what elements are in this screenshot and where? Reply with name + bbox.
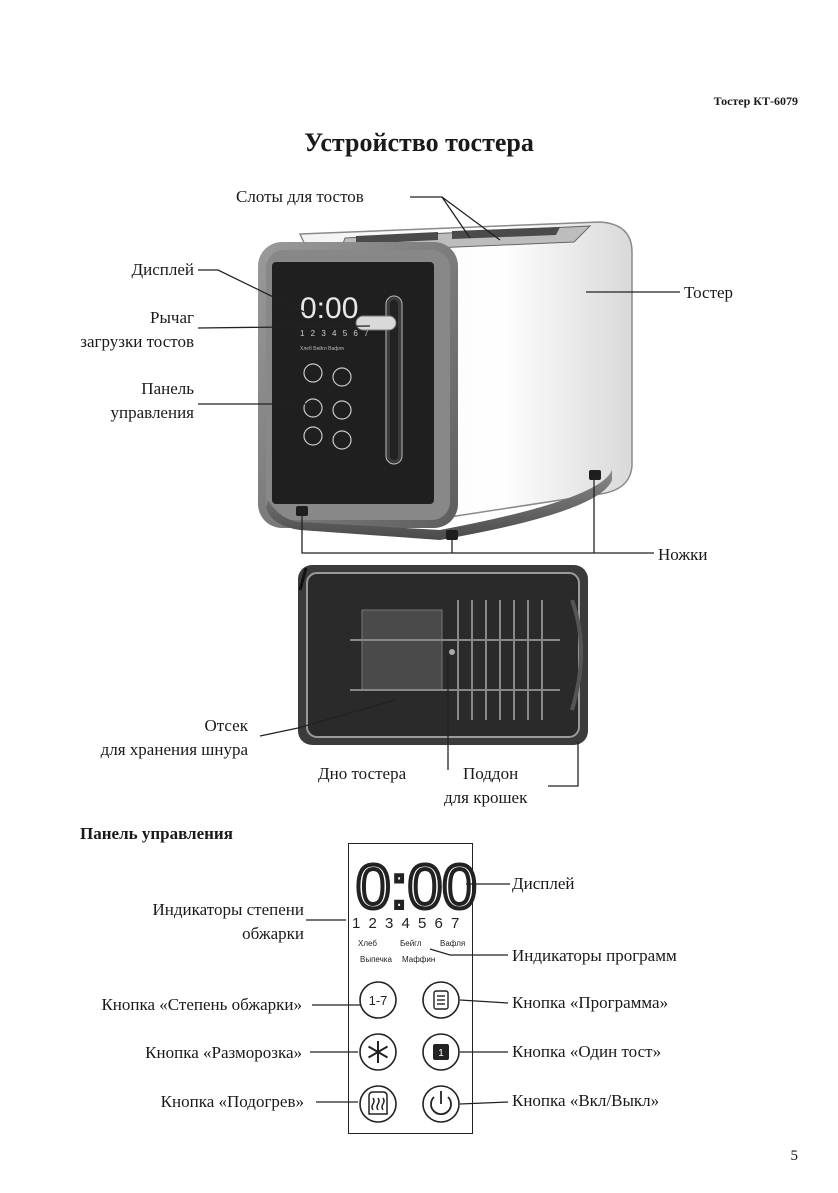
section-title-control-panel: Панель управления [80,824,233,843]
level-indicator-2: 2 [369,915,377,932]
level-indicator-5: 5 [418,915,426,932]
panel-display: 0:00 [356,853,477,922]
single-toast-label: 1 [438,1048,444,1059]
program-bagel: Бейгл [400,939,422,948]
level-indicator-6: 6 [435,915,443,932]
label-lever-line2: загрузки тостов [80,332,194,351]
page-number: 5 [790,1148,799,1164]
label-display: Дисплей [131,260,194,279]
program-bread: Хлеб [358,939,377,948]
single-toast-icon [433,1044,449,1060]
program-muffin: Маффин [402,955,435,964]
program-pastry: Выпечка [360,955,392,964]
label-feet: Ножки [658,545,708,564]
level-indicator-1: 1 [352,915,360,932]
label-panel-line2: управления [110,403,195,422]
cp-label-defrost-btn: Кнопка «Разморозка» [145,1043,302,1062]
label-toaster: Тостер [684,283,734,302]
cp-label-browning-ind-1: Индикаторы степени [152,900,304,919]
cp-label-browning-ind-2: обжарки [242,924,304,943]
svg-text:1 2 3 4 5 6 7: 1 2 3 4 5 6 7 [300,329,370,338]
toaster-display-digits: 0:00 [300,292,358,325]
cp-label-reheat-btn: Кнопка «Подогрев» [160,1092,304,1111]
program-icon [433,990,449,1010]
cp-label-programs-ind: Индикаторы программ [512,946,677,965]
label-lever-line1: Рычаг [150,308,194,327]
level-indicator-3: 3 [385,915,393,932]
page-title: Устройство тостера [304,128,534,157]
cp-label-browning-btn: Кнопка «Степень обжарки» [101,995,302,1014]
program-waffle: Вафля [440,939,465,948]
label-bottom: Дно тостера [318,764,407,783]
toaster-illustration: 0:00 1 2 3 4 5 6 7 Хлеб Бейгл Вафля [197,196,680,787]
svg-text:Хлеб Бейгл Вафля: Хлеб Бейгл Вафля [300,345,344,352]
cp-label-single-btn: Кнопка «Один тост» [512,1042,662,1061]
browning-button-label: 1-7 [369,993,388,1008]
label-slots: Слоты для тостов [236,187,364,206]
label-tray-line2: для крошек [444,788,528,807]
cp-label-display: Дисплей [512,874,575,893]
label-panel-line1: Панель [141,379,194,398]
power-icon [430,1091,452,1116]
cp-label-program-btn: Кнопка «Программа» [512,993,669,1012]
level-indicator-7: 7 [451,915,459,932]
model-name: Тостер КТ-6079 [713,94,798,108]
reheat-icon [368,1091,388,1115]
label-tray-line1: Поддон [463,764,519,783]
label-cord-line1: Отсек [204,716,248,735]
label-cord-line2: для хранения шнура [100,740,248,759]
browning-button[interactable] [359,981,397,1019]
level-indicator-4: 4 [402,915,410,932]
cp-label-power-btn: Кнопка «Вкл/Выкл» [512,1091,660,1110]
snowflake-icon [367,1041,389,1063]
control-panel-diagram [348,843,473,1134]
